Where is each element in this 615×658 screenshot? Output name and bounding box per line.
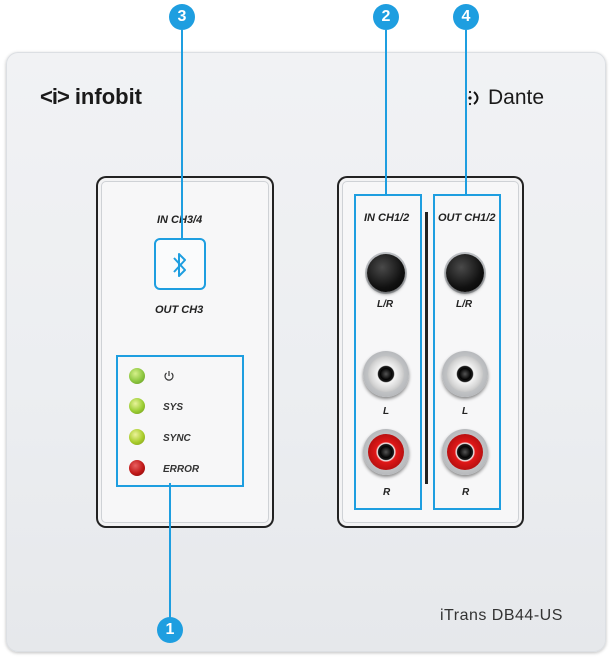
callout-4-line: [465, 30, 467, 194]
callout-4: 4: [453, 4, 479, 30]
model-name: iTrans DB44-US: [440, 607, 563, 624]
input-rca-right-jack[interactable]: [363, 429, 409, 475]
callout-3: 3: [169, 4, 195, 30]
audio-io-module: [337, 176, 524, 528]
out-ch1-2-label: OUT CH1/2: [438, 212, 496, 224]
input-r-label: R: [383, 487, 391, 498]
output-l-label: L: [462, 406, 469, 417]
in-ch3-4-label: IN CH3/4: [157, 214, 203, 226]
error-led: [129, 460, 145, 476]
output-r-label: R: [462, 487, 470, 498]
bluetooth-icon: [173, 253, 186, 277]
bluetooth-led-module: [96, 176, 274, 528]
sync-led: [129, 429, 145, 445]
callout-2: 2: [373, 4, 399, 30]
output-rca-left-jack[interactable]: [442, 351, 488, 397]
input-volume-knob[interactable]: [367, 254, 405, 292]
dante-wordmark: Dante: [488, 86, 545, 109]
sync-label: SYNC: [163, 433, 191, 444]
in-ch1-2-label: IN CH1/2: [364, 212, 410, 224]
infobit-logo: <i> infobit: [40, 84, 142, 110]
output-knob-label: L/R: [456, 299, 473, 310]
infobit-wordmark: infobit: [74, 84, 143, 109]
bluetooth-button[interactable]: [154, 238, 206, 290]
power-icon: [164, 371, 174, 381]
output-channels-highlight: [433, 194, 501, 510]
callout-1-line: [169, 483, 171, 619]
infobit-mark: <i>: [40, 84, 70, 109]
input-l-label: L: [383, 406, 390, 417]
callout-1: 1: [157, 617, 183, 643]
callout-3-line: [181, 30, 183, 238]
sys-led: [129, 398, 145, 414]
input-rca-left-jack[interactable]: [363, 351, 409, 397]
output-rca-right-jack[interactable]: [442, 429, 488, 475]
output-volume-knob[interactable]: [446, 254, 484, 292]
error-label: ERROR: [163, 464, 200, 475]
led-indicator-highlight: [116, 355, 244, 487]
channel-divider: [425, 212, 428, 484]
power-led: [129, 368, 145, 384]
sys-label: SYS: [163, 402, 184, 413]
callout-2-line: [385, 30, 387, 194]
dante-logo: Dante: [464, 86, 544, 110]
out-ch3-label: OUT CH3: [155, 304, 204, 316]
input-knob-label: L/R: [377, 299, 394, 310]
input-channels-highlight: [354, 194, 422, 510]
